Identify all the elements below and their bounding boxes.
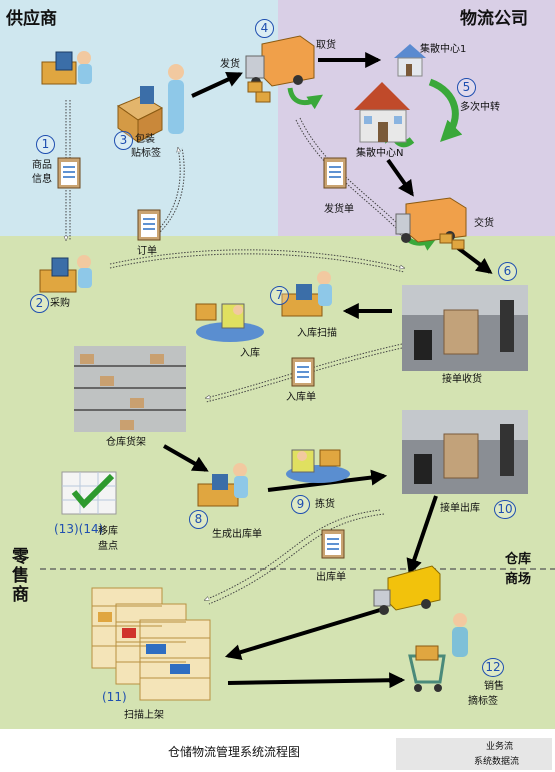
step-2-badge: 2 bbox=[30, 294, 49, 313]
step-3-label-line2: 贴标签 bbox=[131, 148, 161, 159]
step-11-label: 扫描上架 bbox=[124, 710, 164, 721]
step-7-label: 入库扫描 bbox=[297, 328, 337, 339]
delivery-truck-icon bbox=[395, 197, 467, 250]
business-flow-outbound-to-pick bbox=[267, 469, 388, 492]
warehouse-label: 仓库 bbox=[505, 552, 532, 567]
shipping-doc-clipboard-icon bbox=[323, 157, 347, 189]
inbound-scan-computer-icon bbox=[281, 271, 332, 317]
step-13-14-label-line2: 盘点 bbox=[98, 541, 118, 552]
step-7-badge: 7 bbox=[270, 286, 289, 305]
step-9-label: 拣货 bbox=[315, 499, 335, 510]
inbound-doc-clipboard-icon bbox=[291, 357, 315, 387]
business-flow-dispatch-to-truck bbox=[406, 495, 438, 576]
step-12-label-line2: 摘标签 bbox=[468, 696, 498, 707]
pickup-label: 取货 bbox=[316, 40, 336, 51]
mall-label: 商场 bbox=[505, 572, 532, 587]
inbound-doc-label: 入库单 bbox=[286, 392, 316, 403]
step-12-badge: 12 bbox=[482, 658, 504, 677]
step-8-badge: 8 bbox=[189, 510, 208, 529]
retailer-title: 零售商 bbox=[12, 547, 29, 605]
outbound-doc-label: 出库单 bbox=[316, 572, 346, 583]
inbound-forklift-icon bbox=[195, 303, 264, 342]
product-info-clipboard-icon bbox=[57, 157, 81, 189]
step-8-label: 生成出库单 bbox=[212, 529, 262, 540]
step-6-badge: 6 bbox=[498, 262, 517, 281]
order-label: 订单 bbox=[137, 246, 157, 257]
store-shelves-icon bbox=[91, 587, 211, 701]
step-11-badge: (11) bbox=[102, 690, 127, 704]
step-13-14-label-line1: 移库 bbox=[98, 526, 118, 537]
packing-worker-icon bbox=[116, 64, 184, 143]
step-1-label-line1: 商品 bbox=[32, 160, 52, 171]
receiving-warehouse-photo bbox=[402, 285, 528, 371]
legend-business-label: 业务流 bbox=[486, 742, 514, 752]
legend bbox=[396, 738, 552, 770]
step-5-badge: 5 bbox=[457, 78, 476, 97]
inbound-label: 入库 bbox=[240, 348, 260, 359]
inventory-check-icon bbox=[61, 471, 117, 515]
step-2-label: 采购 bbox=[50, 298, 70, 309]
purchase-computer-icon bbox=[39, 255, 92, 293]
shipping-doc-label: 发货单 bbox=[324, 204, 354, 215]
step-9-badge: 9 bbox=[291, 495, 310, 514]
warehouse-shelf-photo bbox=[74, 346, 186, 432]
business-flow-hub-to-truck bbox=[386, 158, 414, 197]
logistics-region bbox=[278, 0, 555, 236]
hub-n-building-icon bbox=[354, 82, 410, 143]
shopping-cart-customer-icon bbox=[408, 613, 468, 692]
transfer-cycle-arrow-upper bbox=[428, 78, 463, 142]
supplier-computer-icon bbox=[41, 51, 92, 85]
step-3-badge: 3 bbox=[114, 131, 133, 150]
hub-1-building-icon bbox=[394, 44, 426, 77]
pickup-truck-icon bbox=[245, 35, 315, 103]
step-5-label: 多次中转 bbox=[460, 102, 500, 113]
step-4-label: 发货 bbox=[220, 59, 240, 70]
step-6-label: 接单收货 bbox=[442, 374, 482, 385]
legend-data-label: 系统数据流 bbox=[474, 757, 520, 767]
step-4-badge: 4 bbox=[255, 19, 274, 38]
hub-n-label: 集散中心N bbox=[356, 148, 404, 159]
outbound-computer-icon bbox=[197, 463, 248, 507]
business-flow-pack-to-ship bbox=[191, 72, 243, 98]
diagram-title: 仓储物流管理系统流程图 bbox=[168, 745, 301, 759]
dispatch-warehouse-photo bbox=[402, 410, 528, 494]
step-10-label: 接单出库 bbox=[440, 503, 480, 514]
order-clipboard-icon bbox=[137, 209, 161, 241]
data-flow-order-to-logistics bbox=[109, 249, 404, 268]
logistics-title: 物流公司 bbox=[460, 9, 528, 29]
hub-1-label: 集散中心1 bbox=[420, 44, 467, 55]
step-10-badge: 10 bbox=[494, 500, 516, 519]
business-flow-shelf-to-outbound bbox=[163, 444, 209, 472]
business-flow-delivery-to-warehouse bbox=[456, 246, 493, 274]
delivery-label: 交货 bbox=[474, 218, 494, 229]
step-1-label-line2: 信息 bbox=[32, 174, 52, 185]
step-3-label-line1: 包装 bbox=[135, 134, 155, 145]
shelf-label: 仓库货架 bbox=[106, 437, 146, 448]
picking-forklift-icon bbox=[286, 449, 350, 483]
supplier-title: 供应商 bbox=[6, 9, 57, 29]
store-delivery-truck-icon bbox=[373, 565, 441, 615]
step-1-badge: 1 bbox=[36, 135, 55, 154]
step-12-label-line1: 销售 bbox=[484, 681, 504, 692]
business-flow-shelves-to-sale bbox=[227, 672, 406, 689]
business-flow-truck-to-shelves bbox=[224, 608, 381, 660]
outbound-doc-clipboard-icon bbox=[321, 529, 345, 559]
step-13-14-badge: (13)(14) bbox=[54, 522, 104, 536]
truck-cycle-arrow-1 bbox=[287, 87, 323, 110]
